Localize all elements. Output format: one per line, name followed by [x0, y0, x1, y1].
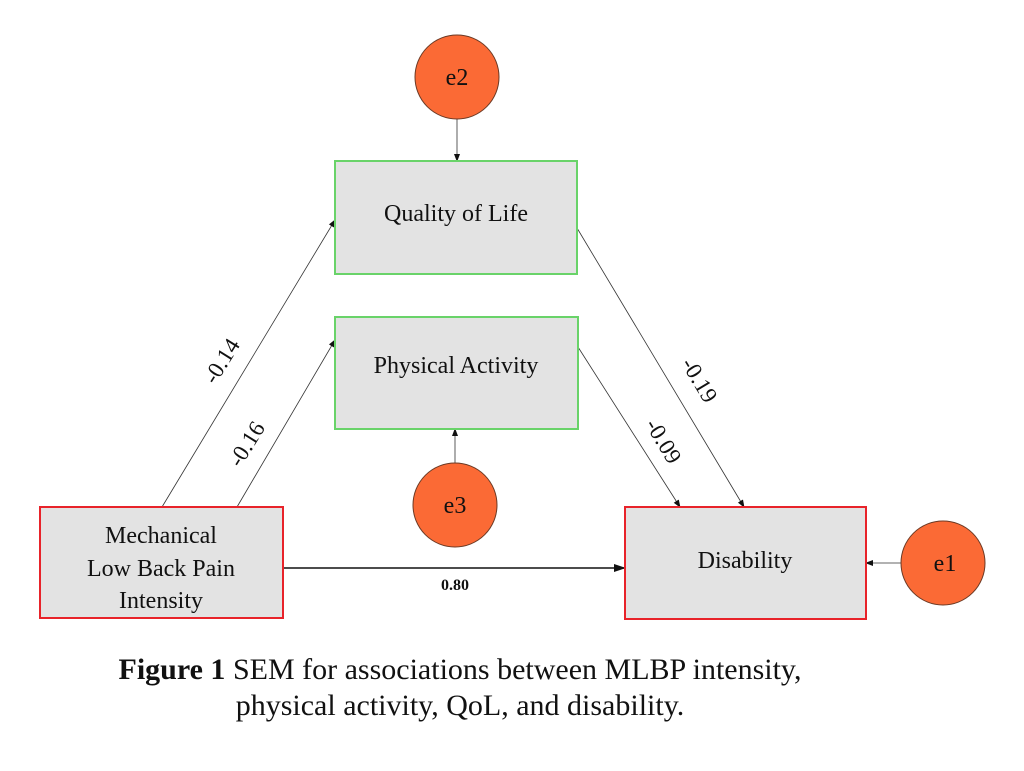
coef-pa-disability: -0.09: [640, 414, 686, 468]
path-mlbp-to-pa: [236, 339, 336, 508]
coef-mlbp-qol: -0.14: [198, 334, 245, 388]
caption-line-2: physical activity, QoL, and disability.: [235, 689, 685, 722]
node-label-disability: Disability: [698, 548, 793, 574]
error-label-e3: e3: [444, 493, 467, 519]
node-label-qol: Quality of Life: [384, 201, 528, 227]
node-mlbp-intensity: Mechanical Low Back Pain Intensity: [39, 506, 284, 619]
coef-qol-disability: -0.19: [676, 353, 722, 407]
caption-text-1: SEM for associations between MLBP intens…: [225, 653, 802, 686]
error-label-e1: e1: [934, 551, 957, 577]
error-label-e2: e2: [446, 65, 469, 91]
figure-caption: Figure 1 SEM for associations between ML…: [0, 652, 920, 724]
path-pa-to-disability: [577, 346, 681, 508]
path-qol-to-disability: [576, 227, 745, 508]
node-physical-activity: Physical Activity: [334, 316, 579, 430]
sem-diagram: -0.14 -0.16 -0.19 -0.09 0.80 Quality of …: [39, 34, 986, 620]
caption-line-1: Figure 1 SEM for associations between ML…: [0, 652, 920, 688]
caption-figure-label: Figure 1: [118, 653, 226, 686]
node-label-pa: Physical Activity: [374, 353, 539, 379]
error-e1: e1: [900, 520, 986, 606]
coef-mlbp-disability: 0.80: [441, 577, 469, 594]
node-label-mlbp-line2: Low Back Pain: [87, 556, 235, 582]
error-e3: e3: [412, 462, 498, 548]
node-label-mlbp-line1: Mechanical: [105, 523, 217, 549]
node-quality-of-life: Quality of Life: [334, 160, 578, 275]
path-mlbp-to-qol: [161, 219, 336, 508]
node-label-mlbp-line3: Intensity: [119, 588, 203, 614]
node-disability: Disability: [624, 506, 867, 620]
error-e2: e2: [414, 34, 500, 120]
